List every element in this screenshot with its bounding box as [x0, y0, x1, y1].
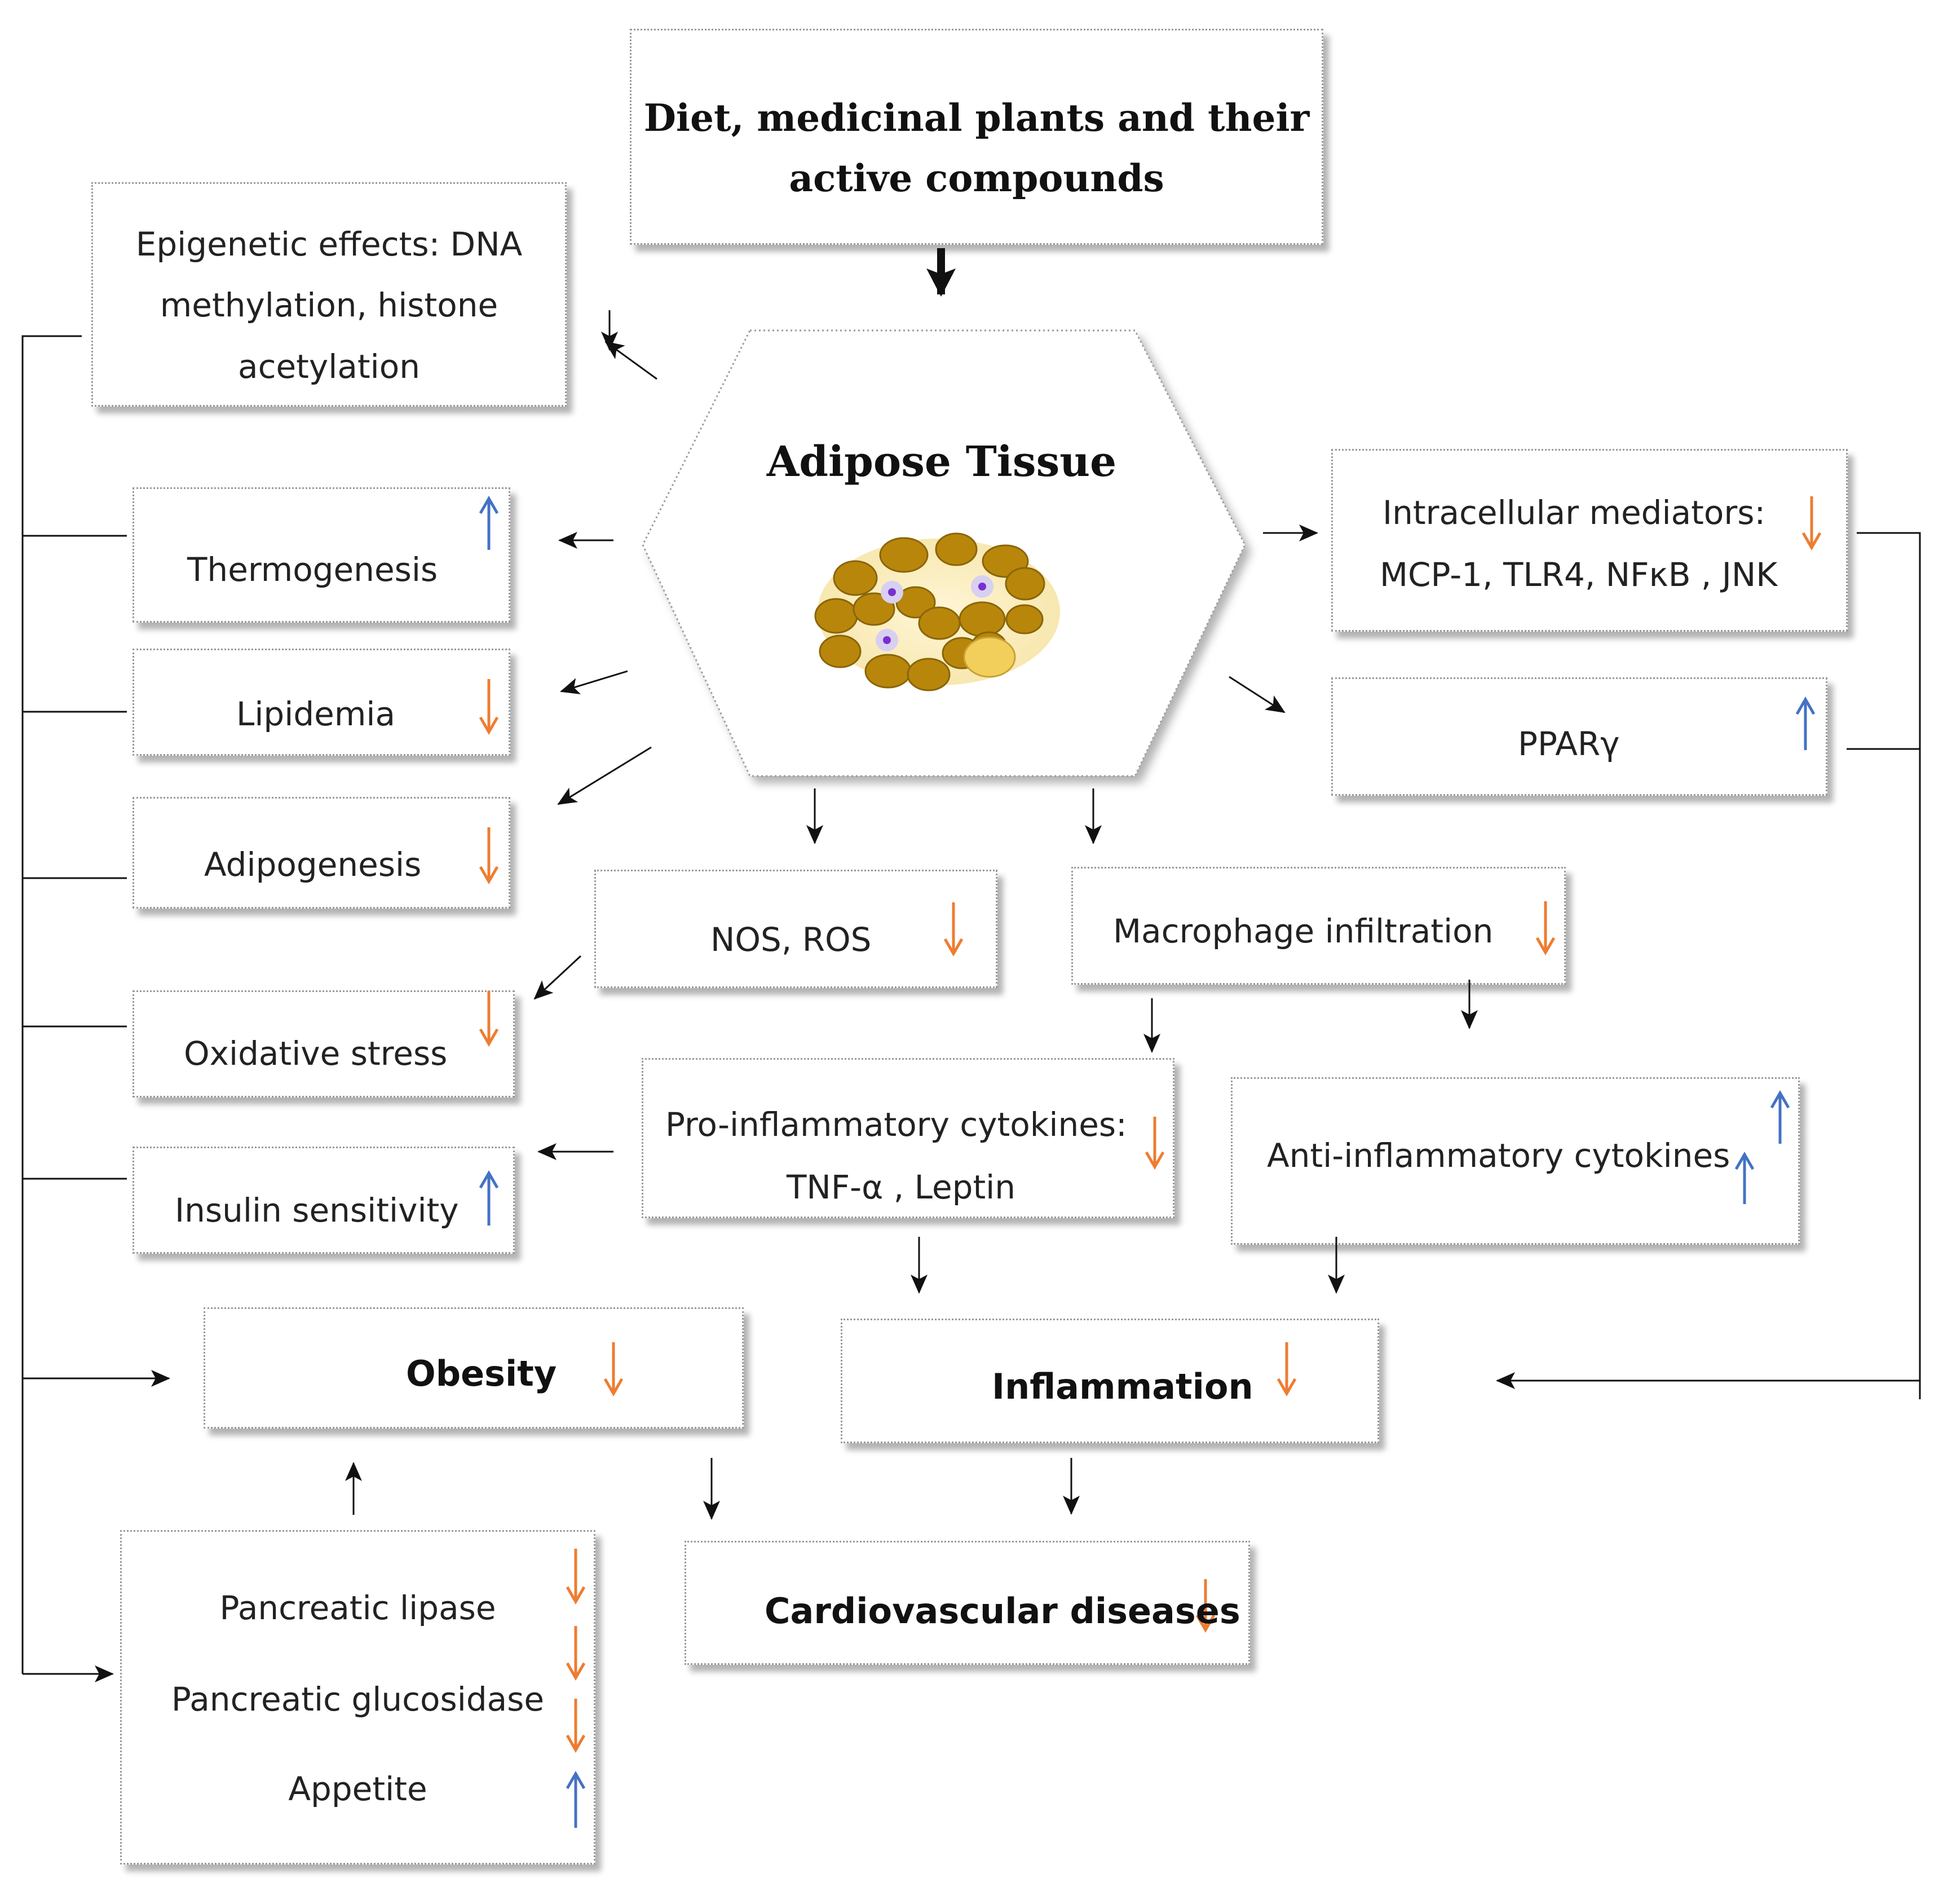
- connector-to-adipogenesis: [557, 746, 652, 805]
- epigenetic-box: [91, 182, 567, 407]
- mediators-down-arrow-icon: [1801, 496, 1822, 551]
- anti-inflammatory-up-arrow-2-icon: [1734, 1151, 1755, 1204]
- source-box: [630, 29, 1323, 245]
- ppar-up-arrow-icon: [1795, 696, 1816, 750]
- anti-inflammatory-label: Anti-inflammatory cytokines: [1267, 1136, 1730, 1175]
- oxidative-down-arrow-icon: [479, 991, 499, 1047]
- nos-down-arrow-icon: [943, 902, 964, 957]
- macrophage-label: Macrophage infiltration: [1113, 912, 1494, 950]
- source-line1: Diet, medicinal plants and their: [643, 96, 1310, 140]
- obesity-down-arrow-icon: [603, 1342, 624, 1397]
- lipidemia-box: [133, 649, 510, 756]
- mediators-line1: Intracellular mediators:: [1383, 493, 1765, 532]
- anti-inflammatory-box: [1231, 1077, 1800, 1245]
- oxidative-stress-label: Oxidative stress: [184, 1034, 448, 1073]
- nos-ros-label: NOS, ROS: [710, 920, 872, 959]
- insulin-sensitivity-label: Insulin sensitivity: [175, 1191, 459, 1229]
- oxidative-stress-box: [133, 990, 515, 1098]
- connector-to-epigenetic: [604, 341, 657, 380]
- ppar-label: PPARγ: [1518, 725, 1620, 763]
- thermogenesis-box: [133, 487, 510, 623]
- pro-inflammatory-box: [642, 1058, 1174, 1218]
- adipose-title: Adipose Tissue: [766, 438, 1117, 486]
- epigenetic-line2: methylation, histone: [160, 286, 498, 324]
- obesity-label: Obesity: [406, 1353, 557, 1394]
- macrophage-down-arrow-icon: [1535, 901, 1556, 956]
- glucosidase-down-arrow-icon: [566, 1626, 586, 1681]
- thermogenesis-label: Thermogenesis: [187, 550, 438, 589]
- adipocyte-cluster-icon: [814, 532, 1060, 691]
- adipogenesis-box: [133, 797, 510, 909]
- cardiovascular-box: [685, 1541, 1250, 1665]
- connector-to-ppar: [1229, 676, 1286, 713]
- cvd-down-arrow-icon: [1195, 1579, 1216, 1633]
- connector-to-lipidemia: [560, 670, 628, 695]
- lipidemia-label: Lipidemia: [236, 695, 396, 733]
- glucosidase-down-arrow-2-icon: [566, 1699, 586, 1753]
- cardiovascular-label: Cardiovascular diseases: [765, 1590, 1240, 1632]
- adipogenesis-label: Adipogenesis: [204, 845, 422, 884]
- lipase-down-arrow-icon: [566, 1549, 586, 1605]
- inflammation-label: Inflammation: [992, 1366, 1253, 1407]
- lipidemia-down-arrow-icon: [479, 679, 499, 735]
- obesity-box: [204, 1307, 744, 1429]
- epigenetic-line3: acetylation: [238, 347, 420, 386]
- appetite-up-arrow-icon: [566, 1770, 586, 1828]
- intracellular-mediators-box: [1331, 449, 1848, 632]
- anti-inflammatory-up-arrow-icon: [1770, 1090, 1790, 1144]
- insulin-up-arrow-icon: [479, 1170, 499, 1226]
- enzyme-glucosidase-label: Pancreatic glucosidase: [171, 1680, 545, 1718]
- source-line2: active compounds: [789, 156, 1164, 200]
- right-bracket-line: [1857, 532, 1921, 1399]
- macrophage-box: [1071, 867, 1566, 985]
- ppar-box: [1331, 677, 1827, 796]
- pro-inflammatory-line2: TNF-α , Leptin: [787, 1168, 1016, 1206]
- enzymes-box: [120, 1530, 595, 1865]
- adipogenesis-down-arrow-icon: [479, 827, 499, 885]
- pro-inflammatory-down-arrow-icon: [1145, 1117, 1165, 1170]
- nos-ros-box: [594, 870, 997, 988]
- epigenetic-line1: Epigenetic effects: DNA: [135, 225, 523, 263]
- enzyme-lipase-label: Pancreatic lipase: [219, 1589, 496, 1627]
- left-bracket-line: [21, 335, 82, 1674]
- pro-inflammatory-line1: Pro-inflammatory cytokines:: [665, 1105, 1127, 1144]
- enzyme-appetite-label: Appetite: [288, 1770, 427, 1808]
- mediators-line2: MCP-1, TLR4, NFκB , JNK: [1380, 556, 1778, 594]
- inflammation-down-arrow-icon: [1277, 1342, 1297, 1397]
- insulin-sensitivity-box: [133, 1147, 515, 1254]
- inflammation-box: [841, 1319, 1379, 1443]
- connector-nos-to-oxidative: [533, 955, 582, 1000]
- thermogenesis-up-arrow-icon: [479, 495, 499, 550]
